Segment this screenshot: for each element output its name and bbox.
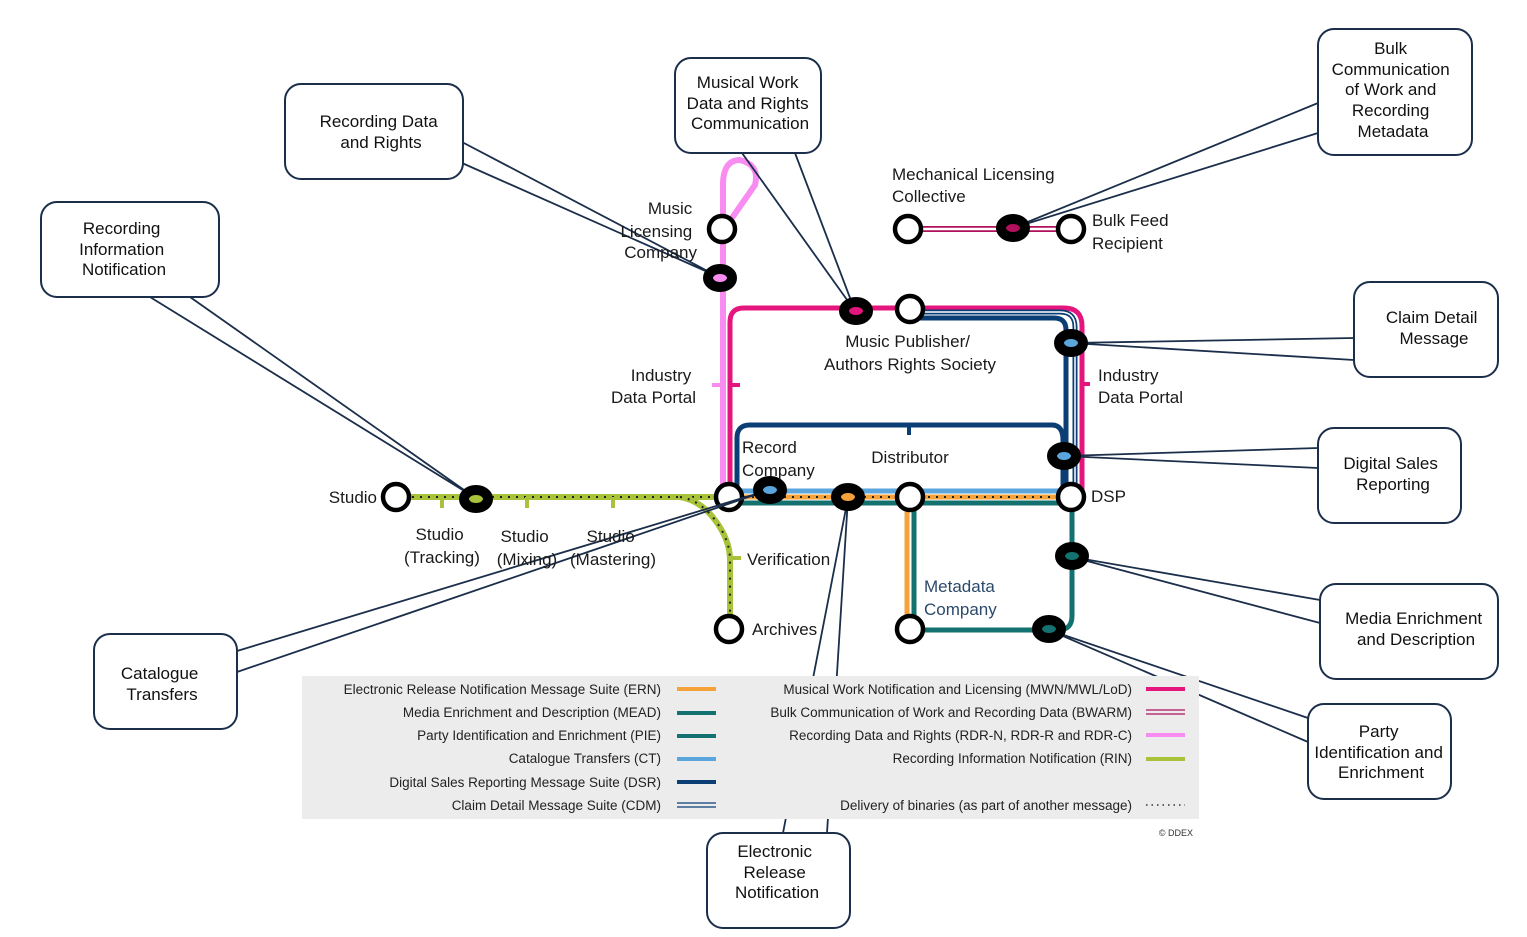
label-bulk-feed-recipient: Bulk Feed Recipient	[1092, 211, 1173, 253]
svg-text:Claim Detail Message: Claim Detail Message	[1386, 308, 1482, 348]
label-verification: Verification	[747, 550, 830, 569]
pointer-dsr	[1063, 447, 1319, 469]
legend-item-dotted: Delivery of binaries (as part of another…	[840, 798, 1132, 813]
copyright: © DDEX	[1159, 828, 1193, 838]
pointer-mead	[1071, 556, 1321, 624]
label-dsp: DSP	[1091, 487, 1126, 506]
marker-bwarm[interactable]	[996, 214, 1030, 242]
legend-left-column: Electronic Release Notification Message …	[344, 682, 716, 813]
legend-item-rdr: Recording Data and Rights (RDR-N, RDR-R …	[789, 728, 1132, 743]
legend-right-column: Musical Work Notification and Licensing …	[770, 682, 1185, 813]
callout-pie[interactable]: Party Identification and Enrichment	[1307, 703, 1452, 800]
label-archives: Archives	[752, 620, 817, 639]
legend-item-dsr: Digital Sales Reporting Message Suite (D…	[389, 775, 661, 790]
legend-item-ern: Electronic Release Notification Message …	[344, 682, 661, 697]
marker-mead[interactable]	[1055, 542, 1089, 570]
station-distributor[interactable]	[894, 481, 926, 513]
label-music-publisher: Music Publisher/ Authors Rights Society	[824, 332, 996, 374]
callout-mead[interactable]: Media Enrichment and Description	[1319, 583, 1499, 680]
station-mlc[interactable]	[892, 213, 924, 245]
label-studio-tracking: Studio (Tracking)	[404, 525, 480, 567]
station-labels: Studio Studio (Tracking) Studio (Mixing)…	[329, 165, 1183, 639]
svg-text:Digital Sales Reportin: Digital Sales Reporting	[1343, 454, 1442, 494]
svg-text:Recording Data and Rig: Recording Data and Rights	[320, 112, 443, 152]
callout-mwn[interactable]: Musical Work Data and Rights Communicati…	[674, 57, 822, 154]
legend-item-pie: Party Identification and Enrichment (PIE…	[417, 728, 661, 743]
svg-text:Bulk Communication: Bulk Communication of Work and Recording…	[1332, 39, 1455, 141]
station-music-licensing-company[interactable]	[706, 213, 738, 245]
station-archives[interactable]	[713, 613, 745, 645]
station-dsp[interactable]	[1055, 481, 1087, 513]
dsr-line-inner	[734, 422, 1066, 497]
marker-dsr[interactable]	[1047, 442, 1081, 470]
stations	[380, 213, 1087, 645]
callouts: Recording Information Notification Recor…	[40, 28, 1499, 929]
marker-ct[interactable]	[753, 476, 787, 504]
cdm-line-inner	[910, 311, 1076, 497]
legend-background	[302, 676, 1199, 819]
pointer-ct	[236, 489, 770, 673]
callout-bwarm[interactable]: Bulk Communication of Work and Recording…	[1317, 28, 1473, 156]
marker-pie[interactable]	[1032, 615, 1066, 643]
label-music-licensing-company: Music Licensing Company	[620, 199, 697, 262]
label-mlc: Mechanical Licensing Collective	[892, 165, 1059, 206]
callout-rdr[interactable]: Recording Data and Rights	[284, 83, 464, 180]
pointer-rin	[149, 296, 475, 498]
svg-text:Media Enrichment and D: Media Enrichment and Description	[1345, 609, 1487, 649]
marker-ern[interactable]	[831, 483, 865, 511]
rin-verification-branch	[679, 494, 733, 628]
station-bulk-feed-recipient[interactable]	[1055, 213, 1087, 245]
legend-item-mead: Media Enrichment and Description (MEAD)	[403, 705, 661, 720]
rdr-line	[720, 156, 759, 497]
label-studio-mastering: Studio (Mastering)	[570, 527, 656, 569]
label-record-company: Record Company	[742, 438, 815, 480]
marker-mwn[interactable]	[839, 297, 873, 325]
station-studio[interactable]	[380, 481, 412, 513]
marker-cdm[interactable]	[1054, 329, 1088, 357]
label-studio: Studio	[329, 488, 377, 507]
label-industry-data-portal-right: Industry Data Portal	[1098, 366, 1183, 407]
legend-item-mwn: Musical Work Notification and Licensing …	[783, 682, 1132, 697]
callout-ern[interactable]: Electronic Release Notification	[706, 832, 851, 929]
station-music-publisher[interactable]	[894, 293, 926, 325]
marker-rdr[interactable]	[703, 264, 737, 292]
svg-text:Electronic Release: Electronic Release Notification	[735, 842, 819, 902]
callout-ct[interactable]: Catalogue Transfers	[93, 633, 238, 730]
callout-cdm[interactable]: Claim Detail Message	[1353, 281, 1499, 378]
pointer-cdm	[1070, 337, 1355, 361]
svg-text:Party Identification a: Party Identification and Enrichment	[1314, 722, 1447, 782]
rin-verification-dots	[679, 496, 731, 628]
label-distributor: Distributor	[871, 448, 949, 467]
legend: Electronic Release Notification Message …	[302, 676, 1199, 838]
legend-item-cdm: Claim Detail Message Suite (CDM)	[452, 798, 661, 813]
svg-text:Recording Information: Recording Information Notification	[79, 219, 169, 279]
legend-item-rin: Recording Information Notification (RIN)	[893, 751, 1132, 766]
svg-text:Catalogue Transfers: Catalogue Transfers	[121, 664, 203, 704]
label-metadata-company: Metadata Company	[924, 577, 1000, 619]
pointer-mwn	[741, 152, 856, 312]
legend-item-ct: Catalogue Transfers (CT)	[509, 751, 661, 766]
message-markers	[459, 214, 1089, 643]
label-studio-mixing: Studio (Mixing)	[497, 527, 557, 569]
svg-text:Musical Work Data and: Musical Work Data and Rights Communicati…	[687, 73, 814, 133]
callout-rin[interactable]: Recording Information Notification	[40, 201, 220, 298]
station-metadata-company[interactable]	[894, 613, 926, 645]
label-industry-data-portal-left: Industry Data Portal	[611, 366, 696, 407]
legend-item-bwarm: Bulk Communication of Work and Recording…	[770, 705, 1132, 720]
callout-dsr[interactable]: Digital Sales Reporting	[1317, 427, 1462, 524]
marker-rin[interactable]	[459, 485, 493, 513]
